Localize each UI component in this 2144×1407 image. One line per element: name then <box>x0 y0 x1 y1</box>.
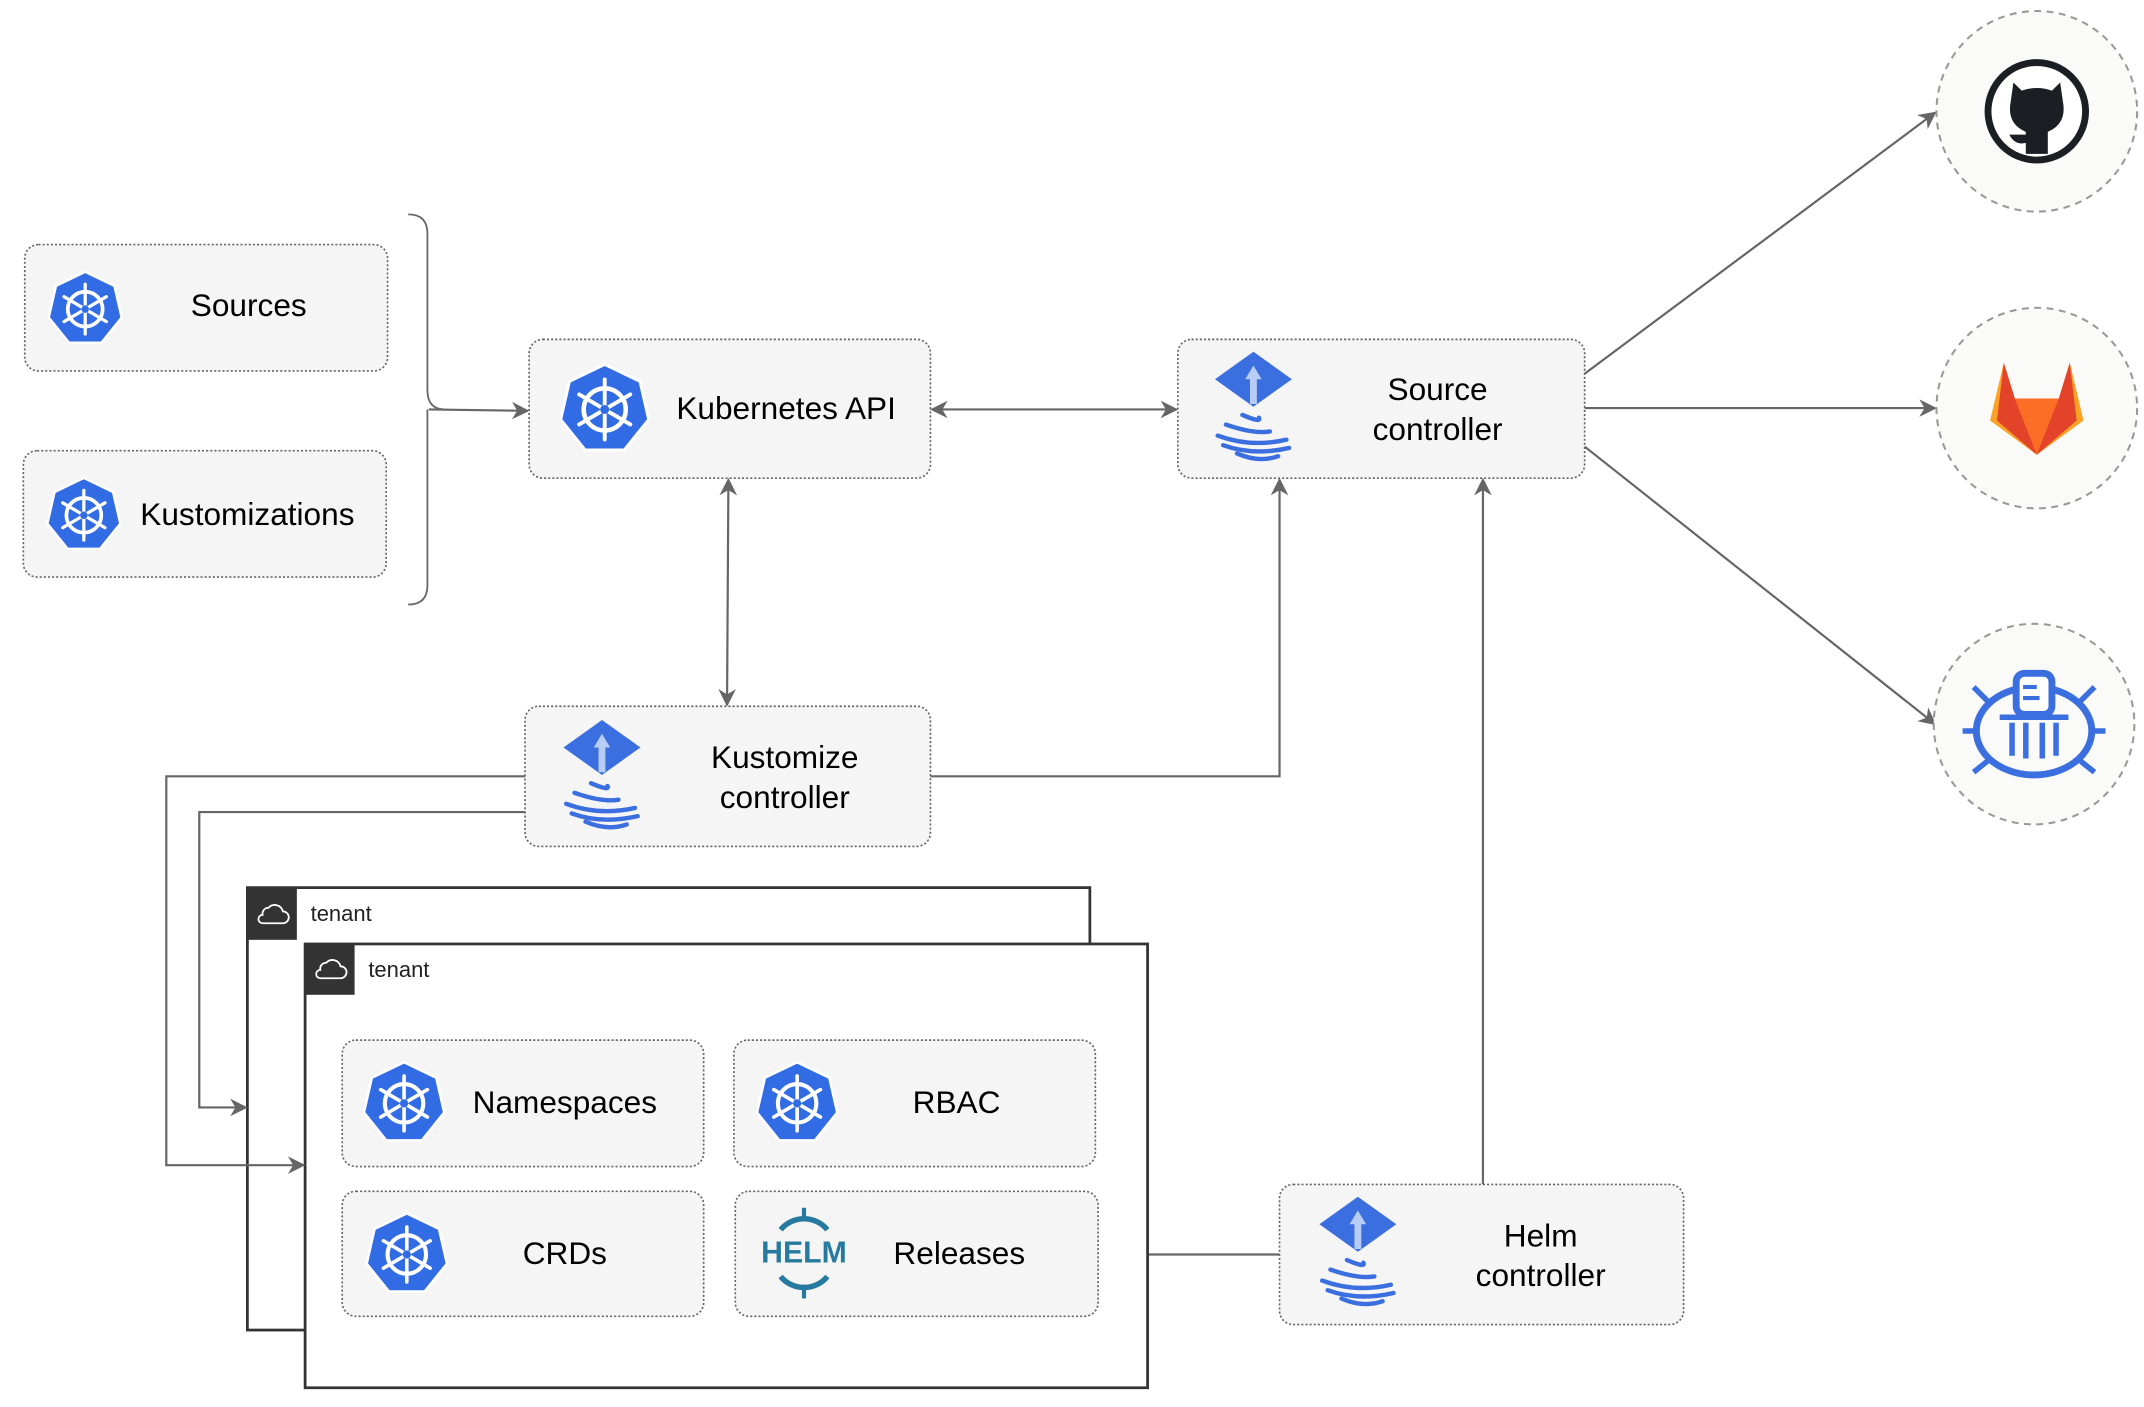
helm-logo-text: HELM <box>761 1236 847 1269</box>
kustomizations-node[interactable]: Kustomizations <box>22 449 388 578</box>
gitlab-icon <box>1990 362 2084 455</box>
tenant-label: tenant <box>311 901 372 926</box>
arrow-to-kubernetes-api <box>428 401 530 420</box>
kustomizations-label: Kustomizations <box>140 496 354 532</box>
arrow-kustomize-to-source <box>930 477 1289 778</box>
bucket-source[interactable] <box>1932 622 2136 826</box>
releases-label: Releases <box>893 1235 1025 1271</box>
sources-label: Sources <box>191 287 307 323</box>
kubernetes-api-node[interactable]: Kubernetes API <box>528 338 932 479</box>
namespaces-label: Namespaces <box>473 1084 657 1120</box>
source-controller-label: Source <box>1388 371 1488 407</box>
gitlab-source[interactable] <box>1935 306 2139 510</box>
crds-label: CRDs <box>523 1235 607 1271</box>
tenant-label: tenant <box>368 957 429 982</box>
kustomize-controller-label: Kustomize <box>711 739 859 775</box>
helm-controller-label: controller <box>1476 1257 1606 1293</box>
releases-node[interactable]: HELM Releases <box>734 1190 1099 1318</box>
arrow-source-to-bucket <box>1583 445 1937 726</box>
arrow-kustomize-to-tenant-front <box>165 775 526 1174</box>
helm-icon: HELM <box>761 1207 847 1299</box>
kustomize-controller-node[interactable]: Kustomize controller <box>524 705 932 848</box>
kubernetes-api-label: Kubernetes API <box>676 390 896 426</box>
source-controller-label: controller <box>1373 411 1503 447</box>
arrow-api-kustomize-controller <box>718 477 738 707</box>
github-source[interactable] <box>1935 9 2139 213</box>
sources-node[interactable]: Sources <box>23 243 389 372</box>
helm-controller-label: Helm <box>1504 1217 1578 1253</box>
namespaces-node[interactable]: Namespaces <box>341 1039 705 1168</box>
bucket-icon <box>1962 669 2106 779</box>
arrow-source-to-github <box>1583 111 1937 375</box>
github-icon <box>1984 59 2090 164</box>
crds-node[interactable]: CRDs <box>341 1190 705 1318</box>
arrow-kustomize-to-tenant-back <box>198 810 526 1117</box>
kustomize-controller-label: controller <box>720 779 850 815</box>
rbac-label: RBAC <box>913 1084 1001 1120</box>
helm-controller-node[interactable]: Helm controller <box>1278 1183 1685 1326</box>
rbac-node[interactable]: RBAC <box>733 1039 1097 1168</box>
brace <box>408 213 446 606</box>
source-controller-node[interactable]: Source controller <box>1177 338 1586 479</box>
